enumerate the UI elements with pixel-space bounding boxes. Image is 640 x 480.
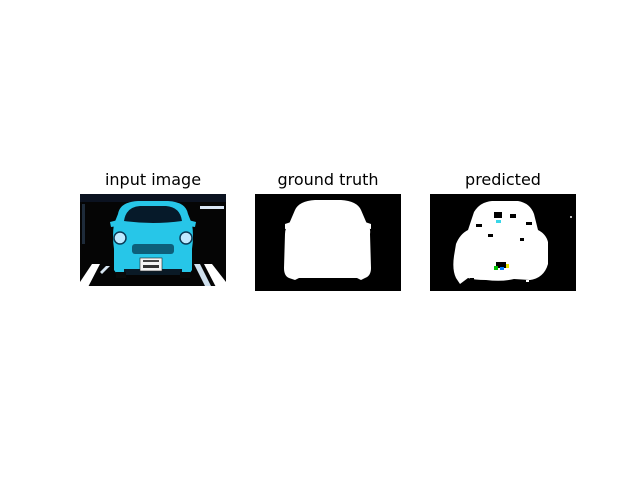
input-image — [80, 194, 226, 291]
predicted-title: predicted — [465, 170, 541, 189]
predicted-mask — [430, 194, 576, 291]
ground-truth-title: ground truth — [277, 170, 379, 189]
ground-truth-mask — [255, 194, 401, 291]
input-image-title: input image — [104, 170, 202, 189]
